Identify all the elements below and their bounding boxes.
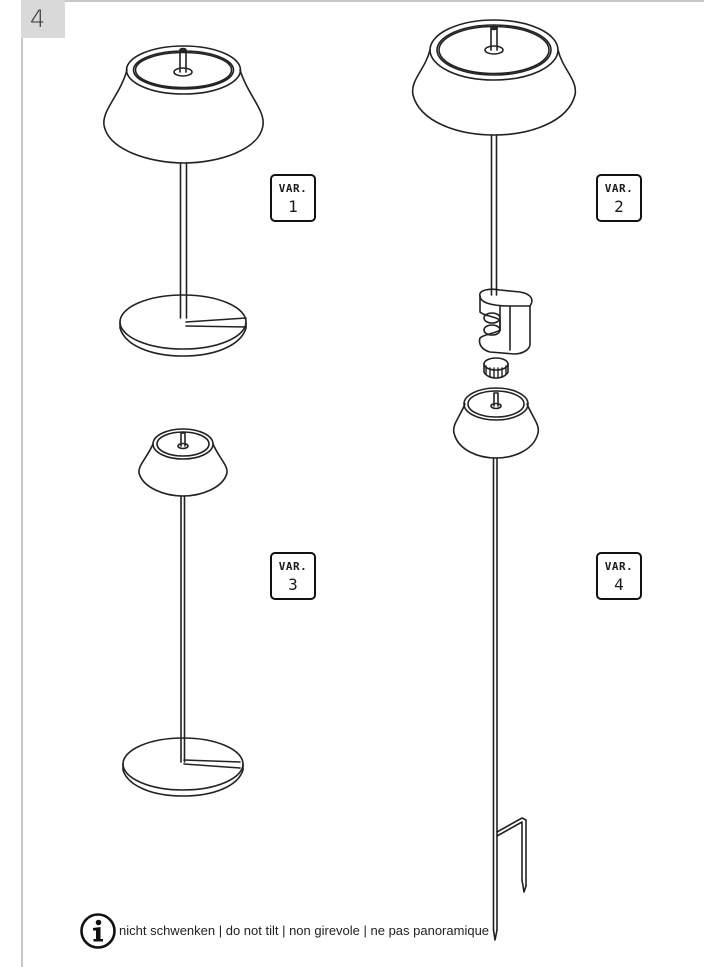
page-frame	[21, 0, 704, 967]
variant-number: 1	[288, 197, 298, 216]
variant-badge-1: VAR. 1	[270, 174, 316, 222]
lamp-variant-2-drawing	[411, 19, 577, 379]
variant-badge-4: VAR. 4	[596, 552, 642, 600]
lamp-variant-3-drawing	[122, 428, 244, 797]
step-number: 4	[21, 0, 65, 38]
tilt-warning-note: nicht schwenken | do not tilt | non gire…	[119, 923, 490, 938]
info-icon	[80, 913, 116, 949]
lamp-variant-4-drawing	[452, 387, 540, 941]
variant-number: 4	[614, 575, 624, 594]
lamp-variant-1-drawing	[103, 45, 264, 357]
variant-label: VAR.	[278, 182, 308, 195]
variant-number: 3	[288, 575, 298, 594]
variant-label: VAR.	[604, 560, 634, 573]
variant-number: 2	[614, 197, 624, 216]
variant-label: VAR.	[604, 182, 634, 195]
variant-label: VAR.	[278, 560, 308, 573]
variant-badge-3: VAR. 3	[270, 552, 316, 600]
variant-badge-2: VAR. 2	[596, 174, 642, 222]
